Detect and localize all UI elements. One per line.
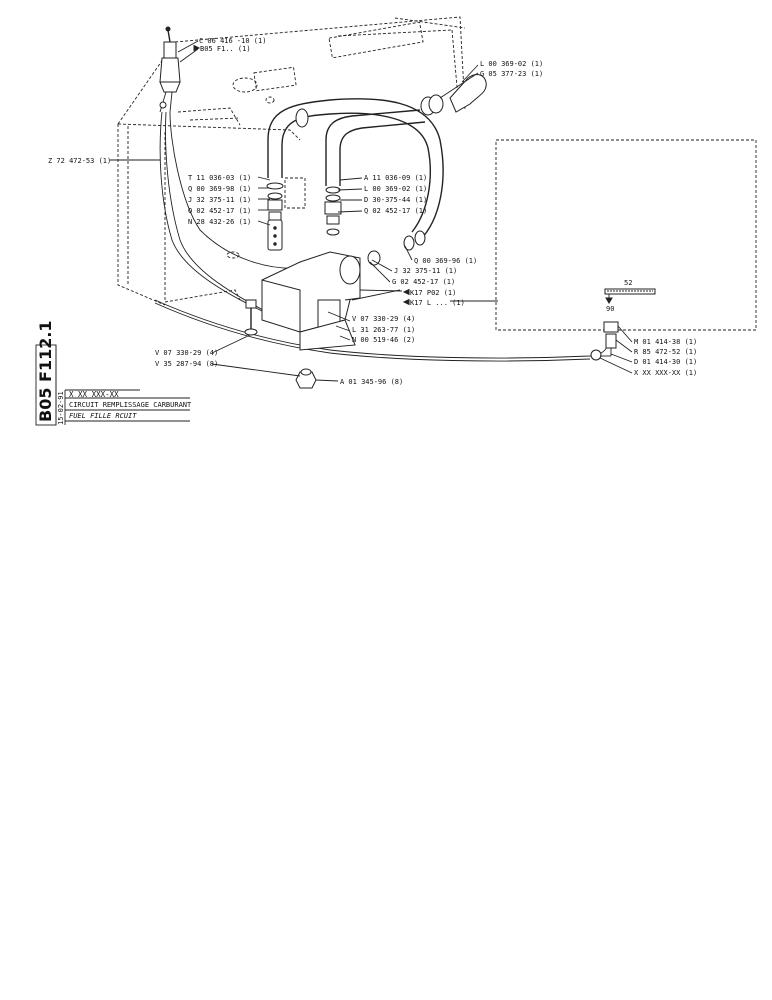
title-french: CIRCUIT REMPLISSAGE CARBURANT	[69, 401, 192, 409]
callout-c2: B05 F1.. (1)	[200, 45, 251, 53]
callout-c21: L 31 263-77 (1)	[352, 326, 415, 334]
sheet-code: B05 F112.1	[36, 320, 55, 422]
callout-labels: C 06 416 -10 (1) B05 F1.. (1) L 00 369-0…	[48, 37, 697, 386]
sender-assembly	[590, 321, 619, 361]
electrical-cable	[154, 111, 609, 362]
callout-c18: K17 P02 (1)	[410, 289, 456, 297]
callout-c11: A 11 036-09 (1)	[364, 174, 427, 182]
callout-c3: L 00 369-02 (1)	[480, 60, 543, 68]
switch-assembly	[159, 26, 181, 113]
sheet-date: 15-02-91	[57, 391, 65, 425]
bolts	[244, 299, 317, 389]
callout-c27: R 85 472-52 (1)	[634, 348, 697, 356]
callout-c9: Q 02 452-17 (1)	[188, 207, 251, 215]
callout-c19: K17 L ... (1)	[410, 299, 465, 307]
callout-c22: N 00 519-46 (2)	[352, 336, 415, 344]
callout-c17: G 02 452-17 (1)	[392, 278, 455, 286]
callout-c16: J 32 375-11 (1)	[394, 267, 457, 275]
callout-c28: D 01 414-30 (1)	[634, 358, 697, 366]
left-fitting-stack	[266, 182, 284, 251]
arrow-icon	[402, 298, 410, 306]
gauge-bottom-value: 90	[606, 305, 614, 313]
fuel-pump	[261, 250, 401, 351]
callout-c15: Q 00 369-96 (1)	[414, 257, 477, 265]
arrow-icon	[193, 44, 201, 52]
callout-c6: T 11 036-03 (1)	[188, 174, 251, 182]
callout-c26: M 01 414-38 (1)	[634, 338, 697, 346]
leader-lines	[110, 40, 633, 382]
fuel-hoses	[267, 74, 487, 251]
gauge-top-value: 52	[624, 279, 632, 287]
title-block: B05 F112.1 15-02-91 X XX XXX-XX CIRCUIT …	[35, 320, 192, 426]
callout-c25: A 01 345-96 (8)	[340, 378, 403, 386]
callout-c24: V 35 287-94 (8)	[155, 360, 218, 368]
sender-frame	[495, 139, 757, 331]
callout-c5: Z 72 472-53 (1)	[48, 157, 111, 165]
callout-c1: C 06 416 -10 (1)	[199, 37, 266, 45]
callout-c29: X XX XXX-XX (1)	[634, 369, 697, 377]
callout-c12: L 00 369-02 (1)	[364, 185, 427, 193]
arrow-icon	[402, 288, 410, 296]
callout-c23: V 07 330-29 (4)	[155, 349, 218, 357]
callout-c14: Q 02 452-17 (1)	[364, 207, 427, 215]
gauge-scale: 52 90	[604, 279, 656, 313]
part-number: X XX XXX-XX	[69, 390, 119, 399]
title-english: FUEL FILLE RCUIT	[69, 412, 137, 420]
fuel-tank	[117, 16, 466, 306]
callout-c13: D 30-375-44 (1)	[364, 196, 427, 204]
callout-c8: J 32 375-11 (1)	[188, 196, 251, 204]
callout-c4: G 05 377-23 (1)	[480, 70, 543, 78]
right-fitting-stack	[324, 186, 342, 236]
callout-c7: Q 00 369-98 (1)	[188, 185, 251, 193]
callout-c10: N 28 432-26 (1)	[188, 218, 251, 226]
callout-c20: V 07 330-29 (4)	[352, 315, 415, 323]
